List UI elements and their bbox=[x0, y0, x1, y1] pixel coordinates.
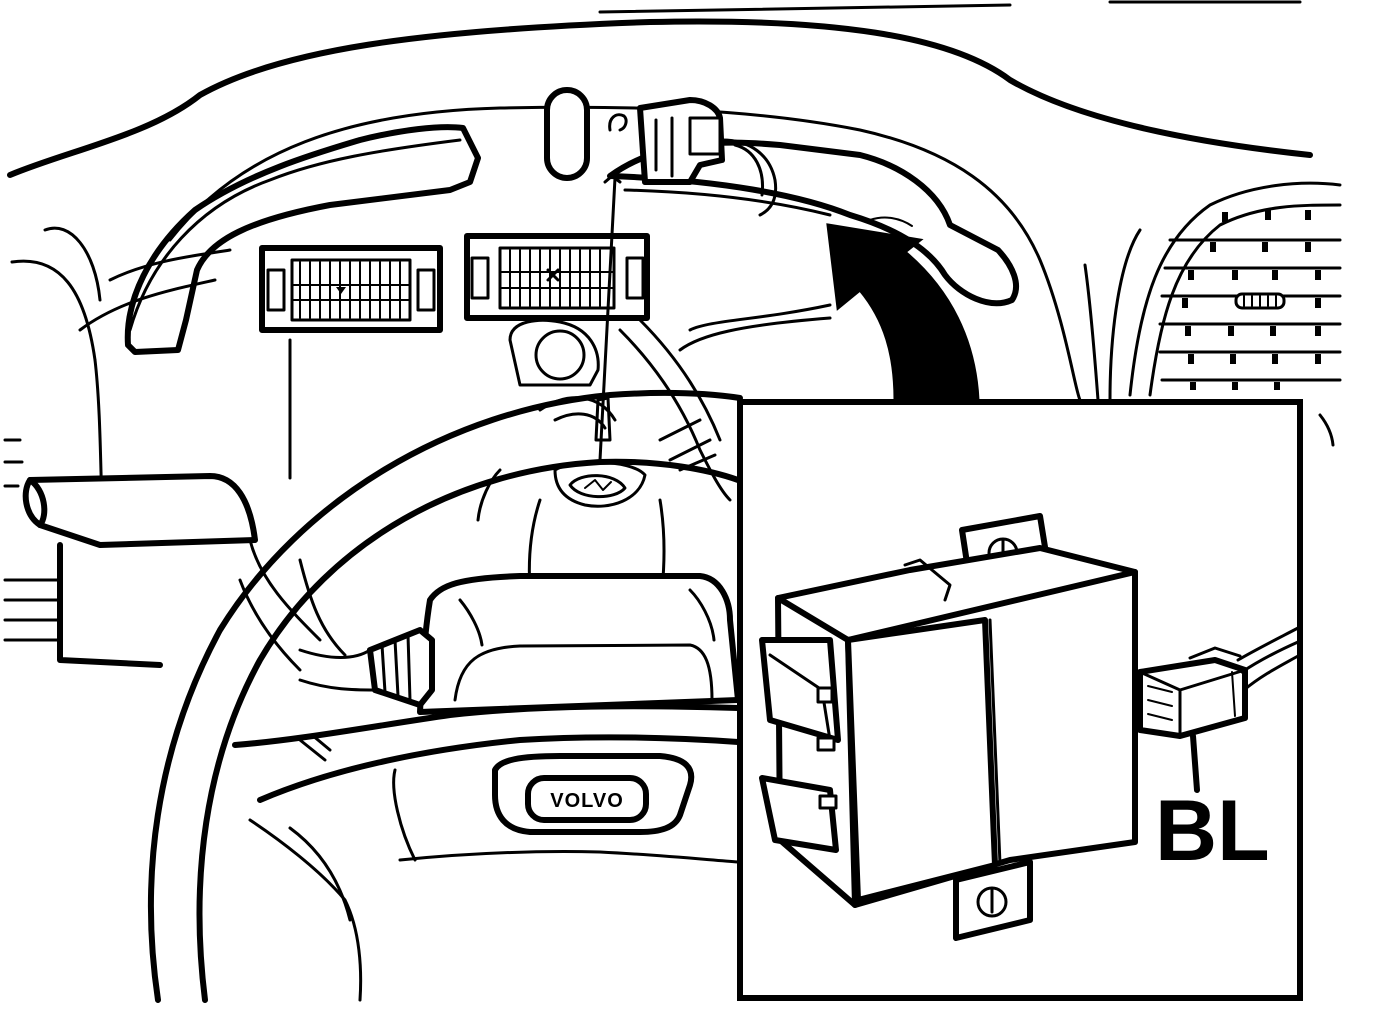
air-vent bbox=[1083, 181, 1342, 447]
steering-hub bbox=[417, 460, 741, 715]
dashboard-outline bbox=[7, 0, 1313, 542]
connector-plug bbox=[688, 116, 722, 156]
inset-detail: BL bbox=[737, 399, 1303, 1001]
right-gauge bbox=[464, 233, 650, 321]
bl-connector bbox=[1137, 657, 1248, 739]
stalk-lever-arm bbox=[22, 473, 258, 548]
curved-arrow bbox=[826, 216, 980, 402]
stalk-lever bbox=[3, 338, 292, 668]
callout-label: BL bbox=[1155, 783, 1270, 879]
leader-line bbox=[598, 174, 622, 462]
instrument-cluster-hood bbox=[124, 105, 1082, 402]
steering-wheel bbox=[147, 389, 743, 1003]
badge-text: VOLVO bbox=[550, 790, 624, 812]
volvo-badge: VOLVO bbox=[492, 753, 695, 835]
ignition-lock bbox=[534, 329, 586, 381]
hazard-switch bbox=[544, 87, 590, 181]
left-gauge bbox=[259, 245, 443, 333]
column-gaiter bbox=[298, 627, 435, 708]
top-controls bbox=[544, 87, 778, 217]
